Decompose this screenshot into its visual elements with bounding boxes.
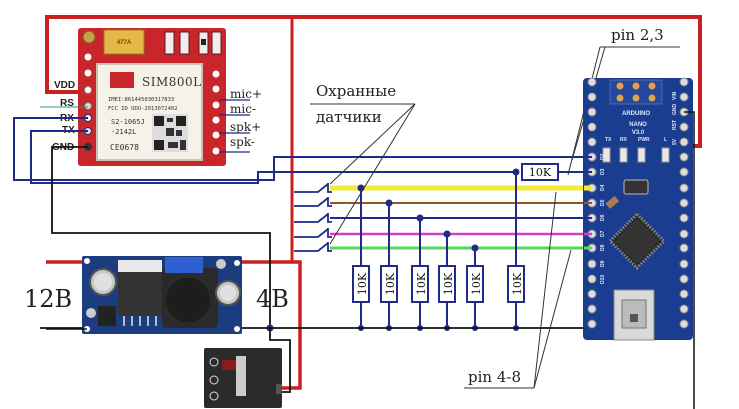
pulldown-wires — [360, 172, 517, 328]
antenna-pad — [82, 30, 96, 44]
resistor: 10K — [466, 265, 484, 303]
arduino-pin-label: D9 — [600, 260, 606, 267]
arduino-pcb — [583, 78, 693, 340]
diode — [98, 306, 116, 326]
arduino-pin-label: 5V — [672, 138, 678, 145]
led-label-rx: RX — [620, 137, 628, 143]
vdd-power-wire — [45, 15, 702, 148]
arduino-pin-label: D2 — [600, 153, 606, 160]
arduino-nano: ARDUINO NANO V3.0 TX RX PWR L — [583, 77, 693, 341]
resistor-value: 10K — [529, 166, 552, 179]
reset-button — [623, 179, 649, 195]
battery — [204, 348, 282, 408]
arduino-pin-label: D4 — [600, 184, 606, 191]
arduino-pin-label: D8 — [600, 244, 606, 251]
pin-label-vdd: VDD — [54, 80, 75, 91]
resistor-horizontal: 10K — [521, 163, 559, 181]
pin-label-mic-minus: mic- — [230, 102, 256, 116]
pin-label-mic-plus: mic+ — [230, 87, 262, 101]
sensor-switch — [294, 242, 332, 252]
arduino-pin-label: D7 — [600, 230, 606, 237]
led-label-pwr: PWR — [638, 137, 650, 143]
inductor-core — [166, 278, 210, 322]
resistor: 10K — [507, 265, 525, 303]
resistor-value: 10K — [511, 272, 524, 295]
junction-dots — [266, 168, 520, 332]
tx-wire — [30, 130, 518, 184]
buck-converter — [82, 256, 242, 334]
arduino-pin-label: D5 — [600, 199, 606, 206]
resistor-value: 10K — [470, 272, 483, 295]
icsp-header — [616, 82, 656, 102]
simcom-logo — [110, 72, 134, 88]
sensors-label-line2: датчики — [316, 108, 382, 126]
sensor-switch — [294, 228, 332, 238]
led-label-tx: TX — [605, 137, 612, 143]
4v-output-wire — [238, 260, 302, 390]
sensor-switches — [294, 183, 332, 252]
ce-mark: CE0678 — [110, 143, 139, 152]
arduino-pin-label: D3 — [600, 168, 606, 175]
fcc-text: FCC ID UDU-2013072402 — [108, 106, 178, 112]
sensor-lines — [330, 185, 584, 250]
audio-pin-stubs — [219, 99, 250, 153]
sensor-switch — [294, 213, 332, 223]
capacitor-label: 477A — [117, 40, 132, 46]
sim800l-module: 477A SIM800L IMEI:861445030317833 FCC ID… — [78, 28, 226, 166]
qr-code — [152, 114, 188, 152]
resistor-value: 10K — [356, 272, 369, 295]
sensors-label: Охранные — [316, 82, 396, 100]
smd-component — [164, 31, 175, 55]
sim800l-title: SIM800L — [142, 75, 202, 89]
sim800l-right-pins — [212, 70, 220, 155]
output-voltage-label: 4B — [256, 285, 289, 313]
pin-label-spk-plus: spk+ — [230, 120, 261, 134]
arduino-pin-label: RST — [672, 120, 678, 130]
rx-wire — [13, 117, 576, 181]
pin-label-rs: RS — [60, 98, 74, 109]
mount-hole — [86, 308, 96, 318]
model-rev-text: -2142L — [111, 128, 136, 136]
regulator-ic — [118, 272, 162, 316]
led-label-l: L — [664, 137, 667, 143]
arduino-pin-connections — [576, 111, 695, 409]
resistor-value: 10K — [415, 272, 428, 295]
resistor: 10K — [352, 265, 370, 303]
arduino-brand: ARDUINO — [622, 111, 650, 117]
trimmer-pot — [165, 257, 203, 273]
mount-hole — [216, 259, 226, 269]
model-text: S2-1065J — [111, 118, 145, 126]
arduino-model: NANO — [629, 122, 647, 128]
crystal — [605, 195, 620, 209]
arduino-version: V3.0 — [632, 130, 645, 136]
arduino-pin-label: D10 — [600, 275, 606, 284]
resistor-value: 10K — [442, 272, 455, 295]
status-leds — [602, 147, 670, 163]
input-voltage-label: 12B — [24, 285, 72, 313]
resistor: 10K — [380, 265, 398, 303]
arduino-pin-label: VIN — [672, 91, 678, 100]
smd-component — [201, 39, 206, 45]
arduino-pin-label: GND — [672, 104, 678, 116]
tantalum-capacitor — [103, 29, 145, 55]
sensor-switch — [294, 197, 332, 207]
imei-text: IMEI:861445030317833 — [108, 97, 174, 103]
resistor: 10K — [411, 265, 429, 303]
pin-2-3-label: pin 2,3 — [611, 26, 664, 44]
smd-component — [179, 31, 190, 55]
pin-label-spk-minus: spk- — [230, 135, 255, 149]
serial-wires — [13, 117, 576, 184]
pin-4-8-label: pin 4-8 — [468, 368, 521, 386]
sensor-switch — [294, 183, 332, 193]
power-wires — [45, 15, 702, 390]
arduino-pin-label: D6 — [600, 214, 606, 221]
resistor: 10K — [438, 265, 456, 303]
arduino-right-pins — [679, 77, 689, 329]
regulator-leads — [123, 316, 157, 326]
smd-component — [211, 31, 222, 55]
gnd-wire — [51, 146, 271, 328]
resistor-value: 10K — [384, 272, 397, 295]
